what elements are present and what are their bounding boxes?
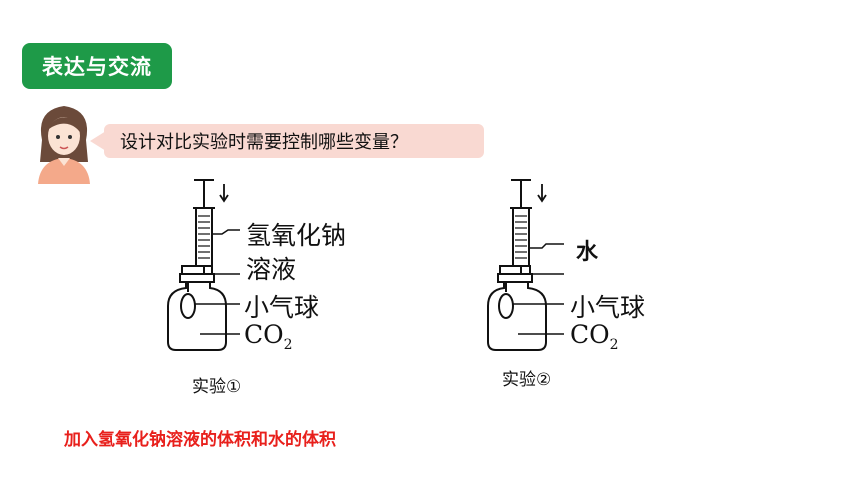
exp1-label-reagent-line2: 溶液 (246, 255, 297, 284)
speech-bubble: 设计对比实验时需要控制哪些变量？ (104, 124, 484, 158)
exp1-label-balloon: 小气球 (244, 293, 320, 322)
answer-text: 加入氢氧化钠溶液的体积和水的体积 (64, 430, 336, 450)
arrow-down-icon (219, 184, 229, 203)
teacher-avatar (38, 106, 90, 184)
exp1-caption: 实验① (192, 377, 242, 397)
exp2-label-balloon: 小气球 (570, 293, 646, 322)
exp2-label-gas: CO2 (570, 320, 619, 353)
arrow-down-icon (537, 184, 547, 203)
question-text: 设计对比实验时需要控制哪些变量？ (120, 132, 408, 153)
exp1-label-gas: CO2 (244, 320, 293, 353)
exp2-label-reagent: 水 (576, 240, 599, 265)
section-badge: 表达与交流 (22, 43, 172, 89)
experiment1-apparatus (167, 179, 240, 351)
speech-bubble-tail (90, 131, 106, 151)
exp2-caption: 实验② (502, 370, 552, 390)
exp1-label-reagent-line1: 氢氧化钠 (246, 221, 347, 250)
experiment2-apparatus (487, 179, 564, 351)
